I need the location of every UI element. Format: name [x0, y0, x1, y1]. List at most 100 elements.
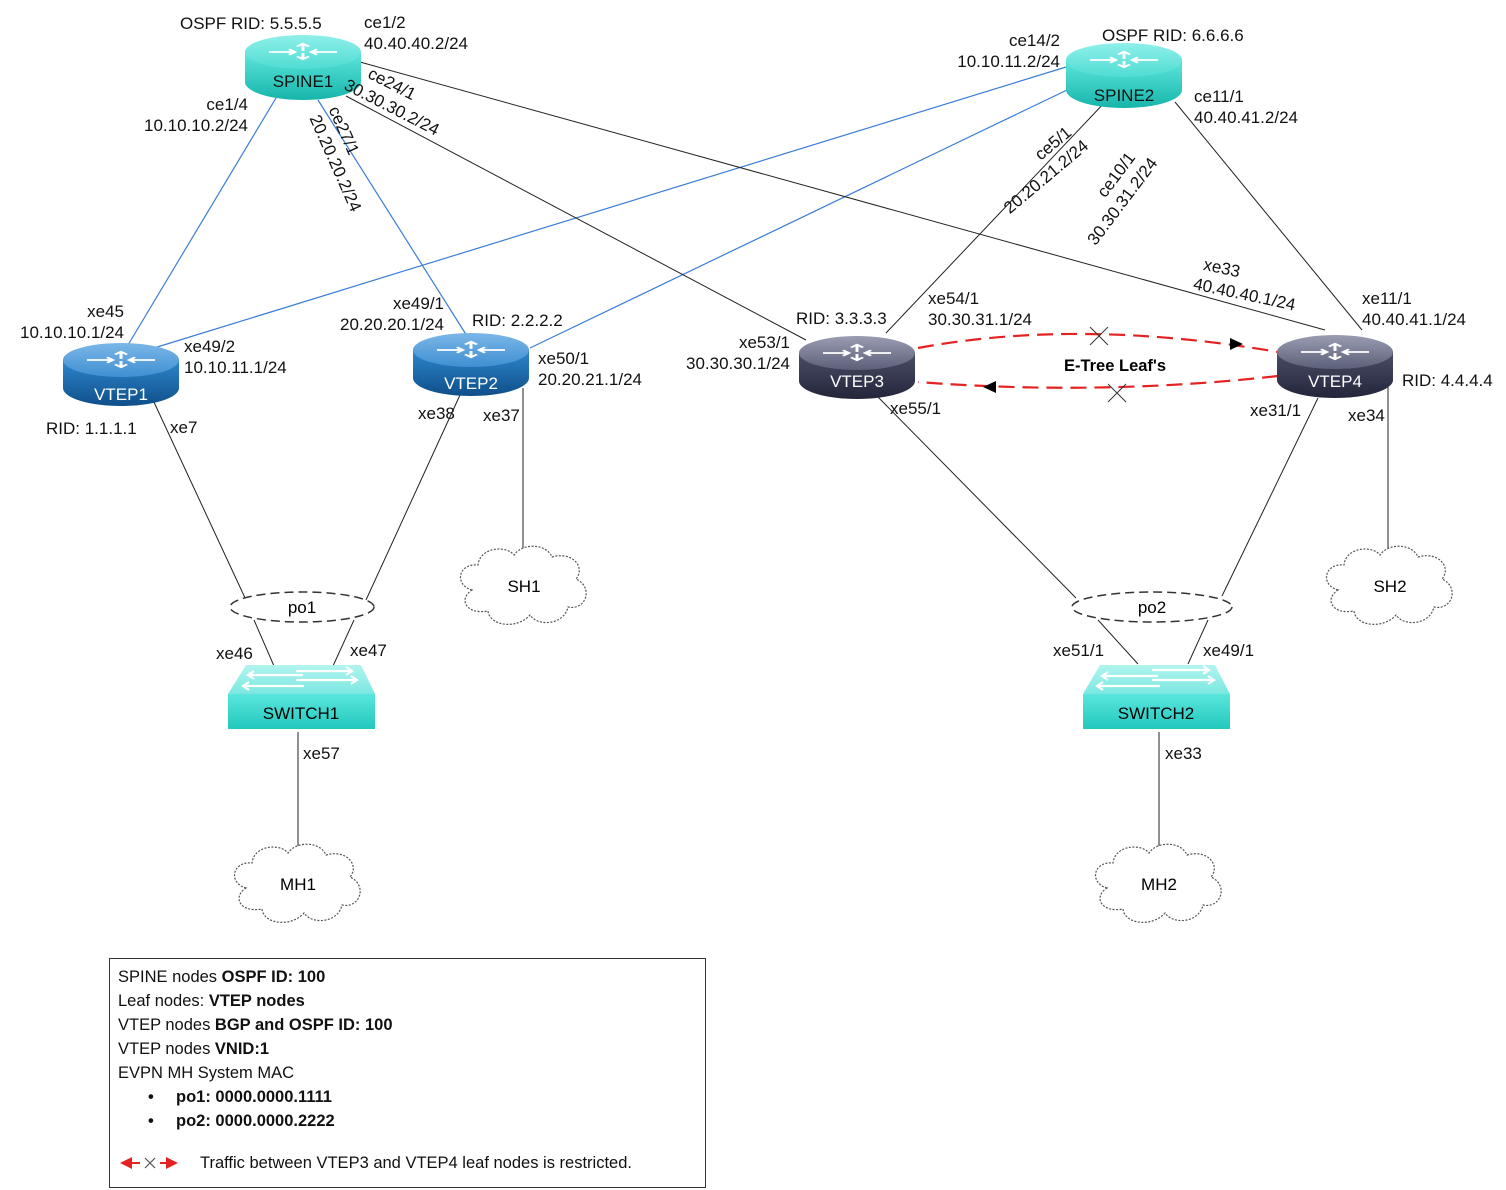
- router-vtep4[interactable]: VTEP4: [1277, 335, 1393, 398]
- switch-arrows-icon: [241, 666, 359, 691]
- link-po1-switch1-a: [253, 619, 275, 667]
- iface-spine1-ce1-2: ce1/2 40.40.40.2/24: [364, 12, 468, 54]
- etree-path-vtep3-to-vtep4: [917, 332, 1279, 354]
- iface-spine2-ce14-2: ce14/2 10.10.11.2/24: [940, 30, 1060, 72]
- blocked-x-icon: [1089, 326, 1109, 346]
- ip-label: 10.10.11.2/24: [957, 52, 1060, 71]
- port-label: xe49/2: [184, 337, 236, 356]
- link-spine2-vtep3: [885, 99, 1108, 334]
- port-label: ce11/1: [1194, 87, 1244, 106]
- link-po2-switch2-a: [1097, 619, 1139, 665]
- link-po1-switch1-b: [332, 619, 355, 667]
- mh2-label: MH2: [1141, 875, 1177, 894]
- legend-spine-ospf: SPINE nodes OSPF ID: 100: [118, 965, 697, 989]
- legend-value: OSPF ID: 100: [221, 968, 326, 986]
- link-vtep4-po2: [1221, 397, 1319, 597]
- ip-label: 10.10.10.1/24: [20, 323, 124, 342]
- link-spine1-vtep1: [127, 97, 277, 346]
- link-spine2-vtep4: [1174, 101, 1363, 331]
- legend-restriction: Traffic between VTEP3 and VTEP4 leaf nod…: [118, 1151, 697, 1175]
- vtep2-label: VTEP2: [444, 374, 498, 393]
- link-vtep1-po1: [152, 399, 247, 601]
- cloud-sh2[interactable]: SH2: [1326, 545, 1453, 625]
- iface-vtep2-xe37: xe37: [483, 406, 520, 425]
- router-spine1[interactable]: SPINE1: [245, 35, 361, 100]
- ip-label: 20.20.21.1/24: [538, 370, 642, 389]
- mh1-label: MH1: [280, 875, 316, 894]
- po1-label: po1: [288, 598, 316, 617]
- ip-label: 40.40.40.2/24: [364, 34, 468, 53]
- ip-label: 40.40.41.2/24: [1194, 108, 1298, 127]
- legend-evpn-mac-title: EVPN MH System MAC: [118, 1064, 295, 1082]
- legend-box: SPINE nodes OSPF ID: 100 Leaf nodes: VTE…: [109, 958, 706, 1188]
- legend-vtep-vnid: VTEP nodes VNID:1: [118, 1037, 697, 1061]
- legend-restriction-text: Traffic between VTEP3 and VTEP4 leaf nod…: [200, 1154, 632, 1172]
- po2-ellipse: [1071, 591, 1233, 623]
- iface-vtep4-xe34: xe34: [1348, 406, 1385, 425]
- iface-spine2-ce11-1: ce11/1 40.40.41.2/24: [1194, 86, 1298, 128]
- iface-vtep3-xe53-1: xe53/1 30.30.30.1/24: [676, 332, 790, 374]
- ip-label: 20.20.20.1/24: [340, 315, 444, 334]
- legend-text: VTEP nodes: [118, 1016, 215, 1034]
- port-label: xe45: [87, 302, 124, 321]
- cloud-mh1[interactable]: MH1: [234, 843, 361, 923]
- router-vtep3[interactable]: VTEP3: [799, 336, 915, 399]
- port-label: ce1/2: [364, 13, 406, 32]
- spine1-rid: OSPF RID: 5.5.5.5: [180, 14, 322, 33]
- legend-value: VNID:1: [214, 1040, 270, 1058]
- link-spine1-vtep3: [345, 95, 807, 341]
- restricted-traffic-icon: [120, 1157, 178, 1169]
- iface-switch2-xe33: xe33: [1165, 744, 1202, 763]
- router-spine2[interactable]: SPINE2: [1066, 43, 1182, 108]
- iface-switch1-xe47: xe47: [350, 641, 387, 660]
- vtep3-label: VTEP3: [830, 372, 884, 391]
- ip-label: 10.10.10.2/24: [144, 116, 248, 135]
- port-label: xe54/1: [928, 289, 980, 308]
- ip-label: 40.40.41.1/24: [1362, 310, 1466, 329]
- router-vtep1[interactable]: VTEP1: [63, 343, 179, 406]
- vtep2-rid: RID: 2.2.2.2: [472, 311, 563, 330]
- link-spine2-vtep2: [529, 89, 1068, 349]
- port-label: ce14/2: [1008, 31, 1060, 50]
- cloud-sh1[interactable]: SH1: [460, 545, 587, 625]
- port-label: ce1/4: [206, 95, 248, 114]
- legend-value: VTEP nodes: [208, 992, 305, 1010]
- po2-label: po2: [1138, 598, 1166, 617]
- vtep4-label: VTEP4: [1308, 372, 1362, 391]
- etree-restricted-links: [917, 326, 1279, 403]
- legend-mac-po2: po2: 0000.0000.2222: [118, 1109, 697, 1133]
- iface-vtep4-xe11-1: xe11/1 40.40.41.1/24: [1362, 288, 1466, 330]
- iface-switch2-xe49-1: xe49/1: [1203, 641, 1255, 660]
- po1-ellipse: [229, 591, 375, 623]
- link-vtep3-po2: [875, 394, 1077, 599]
- port-label: xe53/1: [738, 333, 790, 352]
- ip-label: 10.10.11.1/24: [184, 358, 287, 377]
- etree-label: E-Tree Leaf's: [1064, 357, 1166, 375]
- legend-text: SPINE nodes: [118, 968, 222, 986]
- link-vtep2-po1: [365, 394, 461, 601]
- link-spine2-vtep1: [153, 66, 1067, 349]
- sh1-label: SH1: [507, 577, 540, 596]
- switch1-label: SWITCH1: [263, 704, 340, 723]
- spine2-rid: OSPF RID: 6.6.6.6: [1102, 26, 1244, 45]
- iface-spine1-ce1-4: ce1/4 10.10.10.2/24: [134, 94, 248, 136]
- iface-vtep2-xe49-1: xe49/1 20.20.20.1/24: [328, 293, 444, 335]
- switch2-label: SWITCH2: [1118, 704, 1195, 723]
- links: [127, 61, 1389, 850]
- switch-switch1[interactable]: SWITCH1: [228, 665, 375, 729]
- iface-vtep3-xe55-1: xe55/1: [890, 399, 942, 418]
- blocked-x-icon: [1107, 383, 1127, 403]
- router-vtep2[interactable]: VTEP2: [413, 333, 529, 396]
- arrow-left-icon: [983, 381, 996, 393]
- iface-vtep1-xe49-2: xe49/2 10.10.11.1/24: [184, 336, 287, 378]
- iface-vtep2-xe38: xe38: [418, 404, 455, 423]
- legend-leaf-nodes: Leaf nodes: VTEP nodes: [118, 989, 697, 1013]
- legend-mac-po1: po1: 0000.0000.1111: [118, 1085, 697, 1109]
- cloud-mh2[interactable]: MH2: [1095, 843, 1222, 923]
- ip-label: 30.30.30.1/24: [686, 354, 790, 373]
- switch-switch2[interactable]: SWITCH2: [1083, 665, 1230, 729]
- legend-value: BGP and OSPF ID: 100: [214, 1016, 393, 1034]
- legend-vtep-bgp-ospf: VTEP nodes BGP and OSPF ID: 100: [118, 1013, 697, 1037]
- port-label: xe50/1: [538, 349, 590, 368]
